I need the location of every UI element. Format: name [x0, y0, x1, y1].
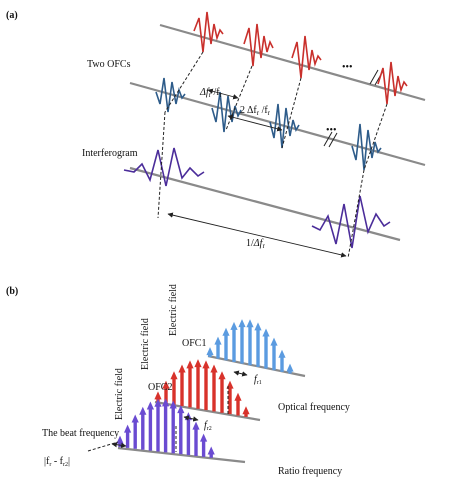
guide-dash-5: [157, 111, 166, 219]
guide-dash-3: [281, 77, 302, 149]
delta-fr-label: Δfr /fr: [199, 87, 223, 99]
double-delta-label: 2 Δfr /fr: [240, 105, 271, 117]
delta-fr-arrow: [207, 88, 239, 100]
ofc2-comb-arrowhead: [226, 380, 234, 389]
break-mark-middle: [323, 131, 338, 148]
fr2-label: fr2: [204, 420, 212, 432]
ratio-frequency-label: Ratio frequency: [278, 466, 342, 477]
blue-pulse-4: [351, 123, 382, 171]
ofc2-comb-arrowhead: [178, 364, 186, 373]
beat-comb-arrowhead: [154, 398, 162, 407]
interferogram-label: Interferogram: [82, 148, 138, 159]
optical-frequency-label: Optical frequency: [278, 402, 350, 413]
ofc2-comb-arrowhead: [154, 391, 162, 400]
beat-comb-arrowhead: [131, 414, 139, 423]
guide-dash-1: [164, 51, 204, 113]
double-delta-arrow: [227, 114, 283, 132]
ofc1-comb-arrowhead: [246, 319, 254, 328]
beat-frequency-label: The beat frequency: [42, 428, 119, 439]
ofc1-comb-arrowhead: [214, 336, 222, 345]
ofc2-comb-arrowhead: [234, 392, 242, 401]
ofc2-comb-arrowhead: [242, 406, 250, 415]
panel-a: (a) ••• •••: [6, 10, 426, 259]
red-pulse-1: [193, 11, 224, 53]
ellipsis-middle: •••: [326, 125, 337, 136]
electric-field-ofc2-label: Electric field: [140, 318, 151, 370]
beat-comb-arrowhead: [192, 421, 200, 430]
ofc2-label: OFC2: [148, 382, 172, 393]
guide-dash-6: [347, 169, 365, 259]
panel-b-label: (b): [6, 286, 18, 297]
fr1-arrow: [233, 370, 248, 377]
ofc1-comb-arrowhead: [254, 322, 262, 331]
ofc1-label: OFC1: [182, 338, 206, 349]
beat-formula-label: |fr - fr2|: [44, 456, 70, 468]
red-pulse-3: [291, 35, 322, 79]
red-pulse-4: [377, 61, 408, 105]
panel-b: (b) Electric field Electric field Electr…: [6, 284, 350, 477]
blue-pulse-3: [269, 103, 300, 149]
red-pulse-2: [243, 23, 274, 67]
ofc1-comb-arrowhead: [270, 337, 278, 346]
ofc1-comb-arrowhead: [278, 349, 286, 358]
ellipsis-top: •••: [342, 62, 353, 73]
beat-comb-arrowhead: [200, 433, 208, 442]
fr1-label: fr1: [254, 374, 262, 386]
guide-dash-2: [225, 65, 253, 131]
beat-comb-arrowhead: [146, 401, 154, 410]
ofc1-comb-arrowhead: [262, 328, 270, 337]
ofc1-comb-arrowhead: [238, 319, 246, 328]
beat-guide: [87, 441, 119, 452]
beat-comb-arrowhead: [169, 400, 177, 409]
ofc2-comb-arrowhead: [194, 359, 202, 368]
blue-pulse-1: [155, 77, 186, 113]
ofc1-comb-arrowhead: [222, 327, 230, 336]
ofc1-comb-arrowhead: [206, 347, 214, 356]
beat-arrow: [111, 442, 127, 448]
beat-comb-arrowhead: [116, 435, 124, 444]
electric-field-beat-label: Electric field: [114, 368, 125, 420]
ofc1-comb-arrowhead: [286, 363, 294, 372]
ofc2-comb-arrowhead: [162, 380, 170, 389]
fr2-arrow: [183, 415, 199, 422]
beat-comb-arrowhead: [162, 398, 170, 407]
period-label: 1/Δfr: [246, 238, 265, 250]
beat-comb-arrowhead: [124, 424, 132, 433]
electric-field-ofc1-label: Electric field: [168, 284, 179, 336]
ratio-frequency-axis: [117, 446, 246, 464]
purple-pulse-1: [123, 147, 205, 187]
ofc2-comb-arrowhead: [218, 371, 226, 380]
beat-comb-arrowhead: [139, 406, 147, 415]
beat-comb-arrowhead: [207, 446, 215, 455]
panel-a-label: (a): [6, 10, 18, 21]
beat-comb-arrowhead: [177, 405, 185, 414]
ofc2-comb-arrowhead: [202, 360, 210, 369]
ofc2-comb-arrowhead: [170, 371, 178, 380]
ofc2-comb-arrowhead: [186, 360, 194, 369]
ofc2-comb-arrowhead: [210, 364, 218, 373]
guide-dash-4: [363, 103, 388, 171]
two-ofcs-label: Two OFCs: [87, 59, 131, 70]
period-arrow: [167, 212, 347, 258]
beat-comb-arrowhead: [184, 412, 192, 421]
ofc1-comb-arrowhead: [230, 321, 238, 330]
